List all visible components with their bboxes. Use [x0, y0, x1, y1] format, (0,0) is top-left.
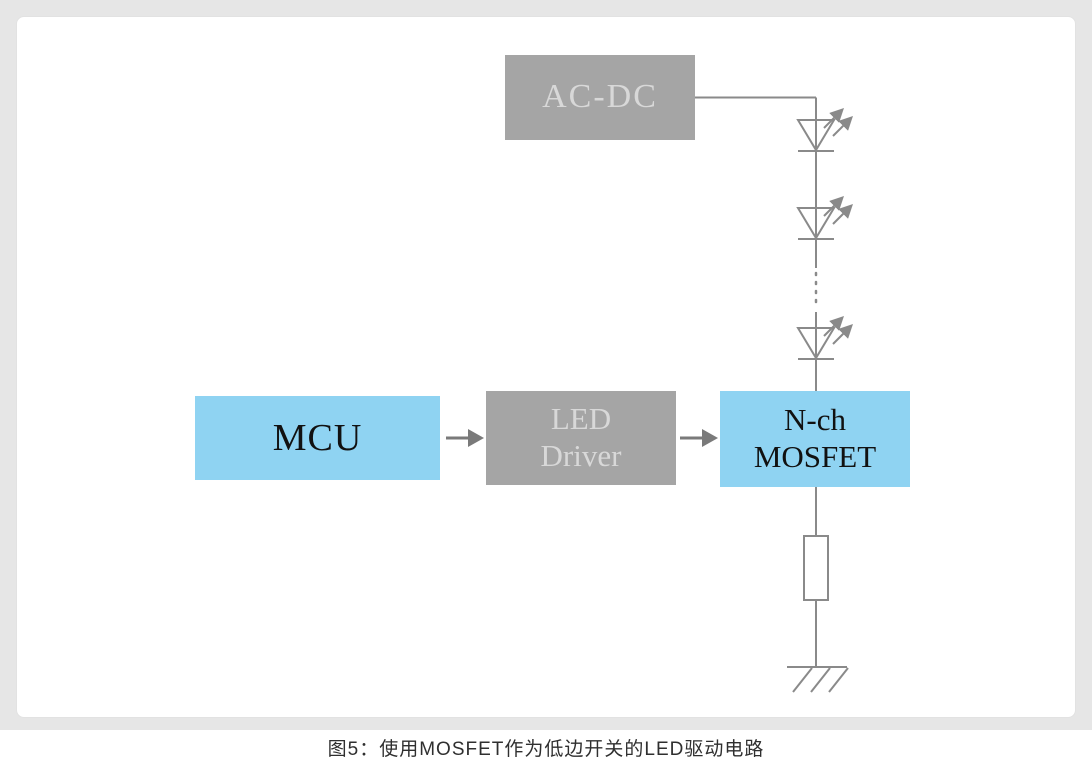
figure-caption: 图5：使用MOSFET作为低边开关的LED驱动电路: [327, 739, 765, 760]
block-mcu-label: MCU: [272, 416, 363, 459]
block-led-driver-label-line1: LED: [550, 401, 612, 437]
block-mcu: MCU: [195, 396, 440, 480]
block-nch-mosfet-label-line1: N-ch: [784, 402, 846, 438]
block-nch-mosfet: N-ch MOSFET: [720, 391, 910, 487]
block-ac-dc-label: AC-DC: [542, 78, 658, 116]
block-led-driver-label-line2: Driver: [540, 438, 622, 473]
block-ac-dc: AC-DC: [505, 55, 695, 140]
block-nch-mosfet-label-line2: MOSFET: [753, 439, 877, 474]
block-led-driver: LED Driver: [486, 391, 676, 485]
